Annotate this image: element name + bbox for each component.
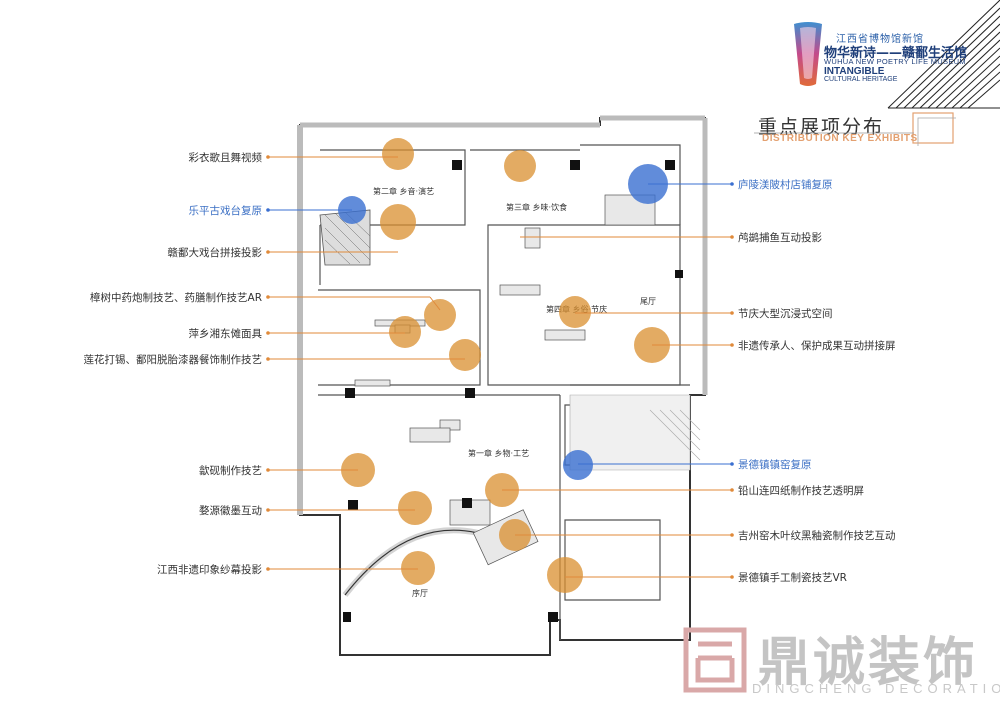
callout-inheritors-screen: 非遗传承人、保护成果互动拼接屏: [738, 340, 896, 352]
exhibit-markers: [341, 138, 670, 593]
marker-costume-dance: [382, 138, 414, 170]
decorative-stripes: [887, 0, 1000, 109]
section-subtitle: DISTRIBUTION KEY EXHIBITS: [762, 133, 918, 144]
museum-logo-icon: [794, 22, 822, 86]
section-title-frame: [912, 112, 956, 146]
marker-herbal-ar: [424, 299, 456, 331]
hall-name-en: WUHUA NEW POETRY LIFE MUSEUM: [824, 57, 966, 66]
callout-nuo-mask: 萍乡湘东傩面具: [188, 328, 263, 340]
museum-name: 江西省博物馆新馆: [836, 34, 924, 45]
callout-herbal-ar: 樟树中药炮制技艺、药膳制作技艺AR: [90, 292, 262, 304]
marker-gauze-projection: [401, 551, 435, 585]
marker-tin-lacquer: [449, 339, 481, 371]
intangible-label: INTANGIBLE: [824, 66, 885, 77]
marker-festival-space: [559, 296, 591, 328]
watermark-logo-icon: [683, 627, 747, 693]
watermark-brand-en: DINGCHENG DECORATION: [752, 681, 1000, 696]
marker-cormorant: [504, 150, 536, 182]
callout-porcelain-vr: 景德镇手工制瓷技艺VR: [738, 572, 847, 584]
callout-lianshi-paper: 铅山连四纸制作技艺透明屏: [738, 485, 864, 497]
callout-festival-space: 节庆大型沉浸式空间: [738, 308, 833, 320]
floor-plan: 第二章 乡音·演艺 第三章 乡味·饮食 第四章 乡俗·节庆 第一章 乡物·工艺 …: [297, 115, 708, 656]
chapter-3-label: 第三章 乡味·饮食: [506, 202, 567, 212]
lobby-label: 序厅: [412, 588, 428, 598]
callout-inkstone: 歙砚制作技艺: [199, 465, 262, 477]
hall-name: 物华新诗——赣鄱生活馆: [824, 46, 968, 61]
callout-tin-lacquer: 莲花打锡、鄱阳脱胎漆器餐饰制作技艺: [83, 354, 263, 366]
callout-gauze-projection: 江西非遗印象纱幕投影: [157, 564, 262, 576]
title-underline: [754, 132, 914, 134]
chapter-1-label: 第一章 乡物·工艺: [468, 448, 529, 458]
tail-hall-label: 尾厅: [640, 297, 656, 306]
callout-jingdezhen-kiln: 景德镇镇窑复原: [738, 459, 812, 471]
chapter-2-label: 第二章 乡音·演艺: [373, 186, 434, 196]
callout-luling-shop: 庐陵渼陂村店铺复原: [738, 179, 833, 191]
marker-nuo-mask: [389, 316, 421, 348]
section-title: 重点展项分布: [758, 116, 885, 138]
callout-cormorant: 鸬鹚捕鱼互动投影: [738, 232, 822, 244]
marker-hui-ink: [398, 491, 432, 525]
cultural-heritage-label: CULTURAL HERITAGE: [824, 76, 898, 83]
callout-leping-stage: 乐平古戏台复原: [188, 205, 263, 217]
callout-jizhou-ware: 吉州窑木叶纹黑釉瓷制作技艺互动: [738, 530, 896, 542]
callout-hui-ink: 婺源徽墨互动: [199, 505, 262, 517]
marker-porcelain-vr: [547, 557, 583, 593]
marker-stage-projection: [380, 204, 416, 240]
marker-jingdezhen-kiln: [563, 450, 593, 480]
callout-stage-projection: 赣鄱大戏台拼接投影: [167, 247, 263, 259]
callout-costume-dance: 彩衣歌且舞视频: [188, 152, 263, 164]
watermark-brand: 鼎诚装饰: [758, 633, 979, 693]
